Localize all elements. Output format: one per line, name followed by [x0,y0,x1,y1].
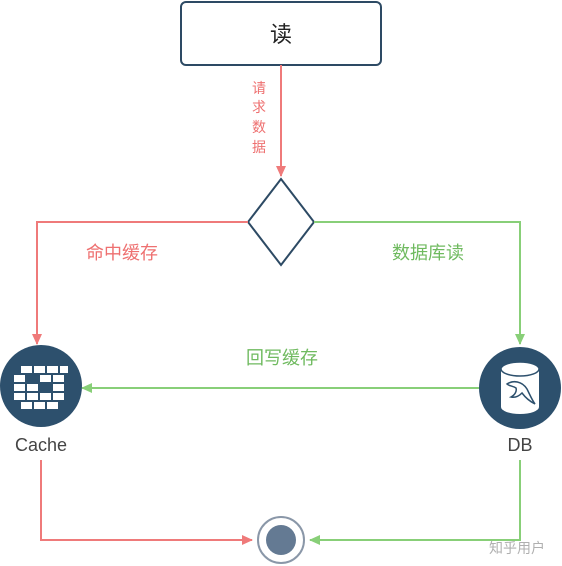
edge-read-db: 数据库读 [314,221,525,345]
db-label: DB [507,435,532,455]
edge-request-data: 请 求 数 据 [252,65,286,177]
edge-hit-cache: 命中缓存 [32,221,248,345]
edge-write-back: 回写缓存 [81,348,482,393]
db-node: DB [479,347,561,455]
cache-node: Cache [0,345,82,455]
edge-db-to-end [309,460,521,545]
start-box-label: 读 [270,23,292,48]
write-back-label: 回写缓存 [246,348,318,369]
hit-cache-label: 命中缓存 [86,243,158,264]
cache-label: Cache [15,435,67,455]
request-data-char-1: 请 [252,81,266,97]
edge-cache-to-end [40,460,253,545]
start-box: 读 [180,1,382,66]
read-db-label: 数据库读 [392,243,464,264]
decision-diamond [246,177,316,267]
end-point-icon [257,516,305,564]
watermark: 知乎用户 [489,540,545,557]
mysql-dolphin-icon [500,361,540,414]
request-data-char-3: 数 [252,120,266,136]
cache-grid-icon [14,366,68,409]
request-data-char-4: 据 [252,140,266,156]
request-data-char-2: 求 [252,100,266,116]
